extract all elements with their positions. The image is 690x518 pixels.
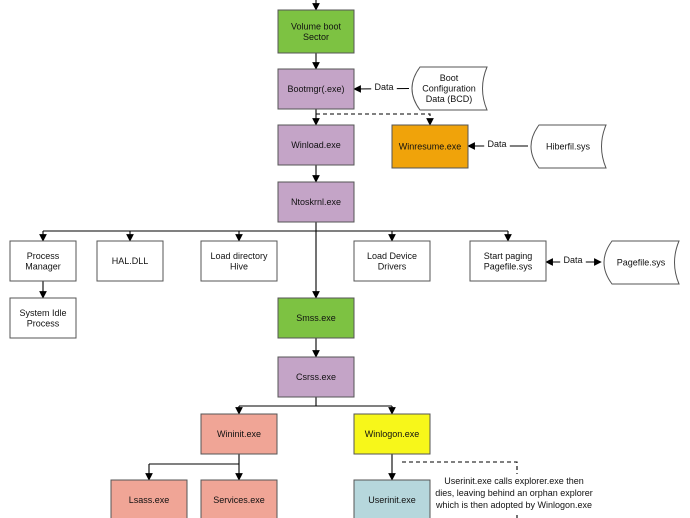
node-smss: Smss.exe xyxy=(277,297,355,339)
node-box xyxy=(469,240,547,282)
node-wininit: Wininit.exe xyxy=(200,413,278,455)
node-label: Smss.exe xyxy=(296,313,336,323)
node-label: Winload.exe xyxy=(291,140,341,150)
node-label: Boot xyxy=(440,73,459,83)
node-label: Pagefile.sys xyxy=(484,261,533,271)
edge-bootmgr-winresume xyxy=(316,113,434,126)
node-box xyxy=(110,479,188,518)
node-label: Manager xyxy=(25,261,61,271)
node-label: Ntoskrnl.exe xyxy=(291,197,341,207)
edge-explorer-dashed xyxy=(402,461,518,518)
node-label: Wininit.exe xyxy=(217,429,261,439)
node-label: Pagefile.sys xyxy=(617,258,666,268)
node-box xyxy=(353,479,431,518)
note-line: dies, leaving behind an orphan explorer xyxy=(435,488,593,498)
edge-label-bcd-data-bg xyxy=(371,82,397,92)
note-bg xyxy=(436,474,592,514)
node-label: Sector xyxy=(303,32,329,42)
node-label: Volume boot xyxy=(291,21,342,31)
node-box xyxy=(277,181,355,223)
node-box xyxy=(391,124,469,169)
node-winresume: Winresume.exe xyxy=(391,124,469,169)
edges-layer xyxy=(39,0,602,518)
node-box xyxy=(277,68,355,110)
node-box xyxy=(277,297,355,339)
node-label: Bootmgr(.exe) xyxy=(287,84,344,94)
node-bootmgr: Bootmgr(.exe) xyxy=(277,68,355,110)
node-services: Services.exe xyxy=(200,479,278,518)
node-winlogon: Winlogon.exe xyxy=(353,413,431,455)
node-box xyxy=(353,240,431,282)
node-box xyxy=(353,413,431,455)
node-label: Winresume.exe xyxy=(399,142,462,152)
edge-label-pagefile-data-bg xyxy=(560,255,586,265)
node-label: Winlogon.exe xyxy=(365,429,420,439)
data-store-shape xyxy=(603,240,680,285)
node-label: Process xyxy=(27,251,60,261)
node-label: Hive xyxy=(230,261,248,271)
node-lsass: Lsass.exe xyxy=(110,479,188,518)
node-box xyxy=(9,297,77,339)
node-box xyxy=(200,240,278,282)
edge-label-bcd-data: Data xyxy=(374,82,393,92)
userinit-note: Userinit.exe calls explorer.exe then dies… xyxy=(435,476,593,510)
node-label: HAL.DLL xyxy=(112,256,149,266)
node-winload: Winload.exe xyxy=(277,124,355,166)
edge-label-pagefile-data: Data xyxy=(563,255,582,265)
data-store-shape xyxy=(530,124,607,169)
node-box xyxy=(277,356,355,398)
node-label: Userinit.exe xyxy=(368,495,416,505)
node-label: Load directory xyxy=(210,251,268,261)
node-hiberfil: Hiberfil.sys xyxy=(530,124,607,169)
node-userinit: Userinit.exe xyxy=(353,479,431,518)
node-label: Hiberfil.sys xyxy=(546,142,591,152)
edge-label-hiberfil-data-bg xyxy=(484,139,510,149)
note-line: Userinit.exe calls explorer.exe then xyxy=(444,476,584,486)
node-ntoskrnl: Ntoskrnl.exe xyxy=(277,181,355,223)
node-box xyxy=(9,240,77,282)
node-box xyxy=(200,479,278,518)
node-label: Csrss.exe xyxy=(296,372,336,382)
node-box xyxy=(277,9,355,54)
node-box xyxy=(277,124,355,166)
node-label: Load Device xyxy=(367,251,417,261)
node-label: Process xyxy=(27,318,60,328)
data-store-shape xyxy=(411,66,488,111)
node-label: Services.exe xyxy=(213,495,265,505)
node-label: Lsass.exe xyxy=(129,495,170,505)
note-line: which is then adopted by Winlogon.exe xyxy=(435,500,592,510)
node-label: Data (BCD) xyxy=(426,94,473,104)
node-label: Configuration xyxy=(422,84,476,94)
node-box xyxy=(200,413,278,455)
edge-label-hiberfil-data: Data xyxy=(487,139,506,149)
node-box xyxy=(96,240,164,282)
node-label: Drivers xyxy=(378,261,407,271)
node-pagefile: Pagefile.sys xyxy=(603,240,680,285)
node-hal-dll: HAL.DLL xyxy=(96,240,164,282)
node-csrss: Csrss.exe xyxy=(277,356,355,398)
node-label: Start paging xyxy=(484,251,533,261)
node-label: System Idle xyxy=(19,308,66,318)
